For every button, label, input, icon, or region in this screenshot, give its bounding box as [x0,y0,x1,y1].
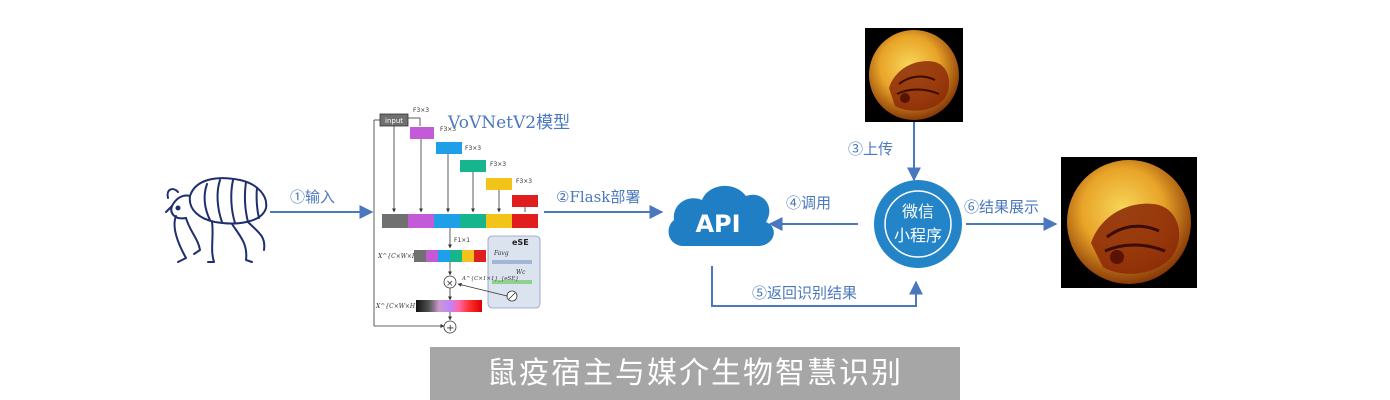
api-cloud-icon: API [668,185,774,246]
flea-icon [165,177,268,263]
f3-label-5: F3×3 [516,178,532,185]
wechat-line2: 小程序 [893,226,942,245]
microscope-image-result [1061,157,1197,288]
label-call: ④调用 [786,194,832,212]
label-flask: ②Flask部署 [556,188,641,206]
xdiv-label: X^{C×W×H}_{div} [377,253,441,260]
wc-label: Wc [516,269,526,276]
vovnet-model-diagram: input F3×3 F3×3 F3×3 F3×3 F3×3 [373,107,541,334]
xrefine-label: X^{C×W×H}_{refine} [375,303,448,310]
aese-label: A^{C×1×1}_{eSE} [461,275,519,282]
label-display: ⑥结果展示 [964,198,1040,216]
plus-symbol: + [446,323,454,334]
model-input-label: input [385,117,403,125]
favg-label: Favg [493,250,509,257]
wechat-line1: 微信 [901,202,934,221]
f3-label-3: F3×3 [465,145,481,152]
microscope-image-upload [865,28,963,122]
label-input: ①输入 [290,188,336,206]
model-title: VoVNetV2模型 [448,113,571,133]
f1-label: F1×1 [454,237,470,244]
label-return: ⑤返回识别结果 [752,284,858,302]
bottom-caption: 鼠疫宿主与媒介生物智慧识别 [430,347,960,400]
label-upload: ③上传 [848,140,894,158]
flow-arrows [270,122,1058,307]
arrow-return [711,266,923,307]
multiply-symbol: × [446,279,454,289]
f3-label-2: F3×3 [440,126,456,133]
api-label: API [695,210,740,238]
f3-label-4: F3×3 [490,161,506,168]
wechat-miniprogram-node [874,180,962,268]
f3-label-1: F3×3 [413,107,429,114]
wechat-label: 微信 小程序 [878,200,958,248]
ese-label: eSE [512,238,529,247]
